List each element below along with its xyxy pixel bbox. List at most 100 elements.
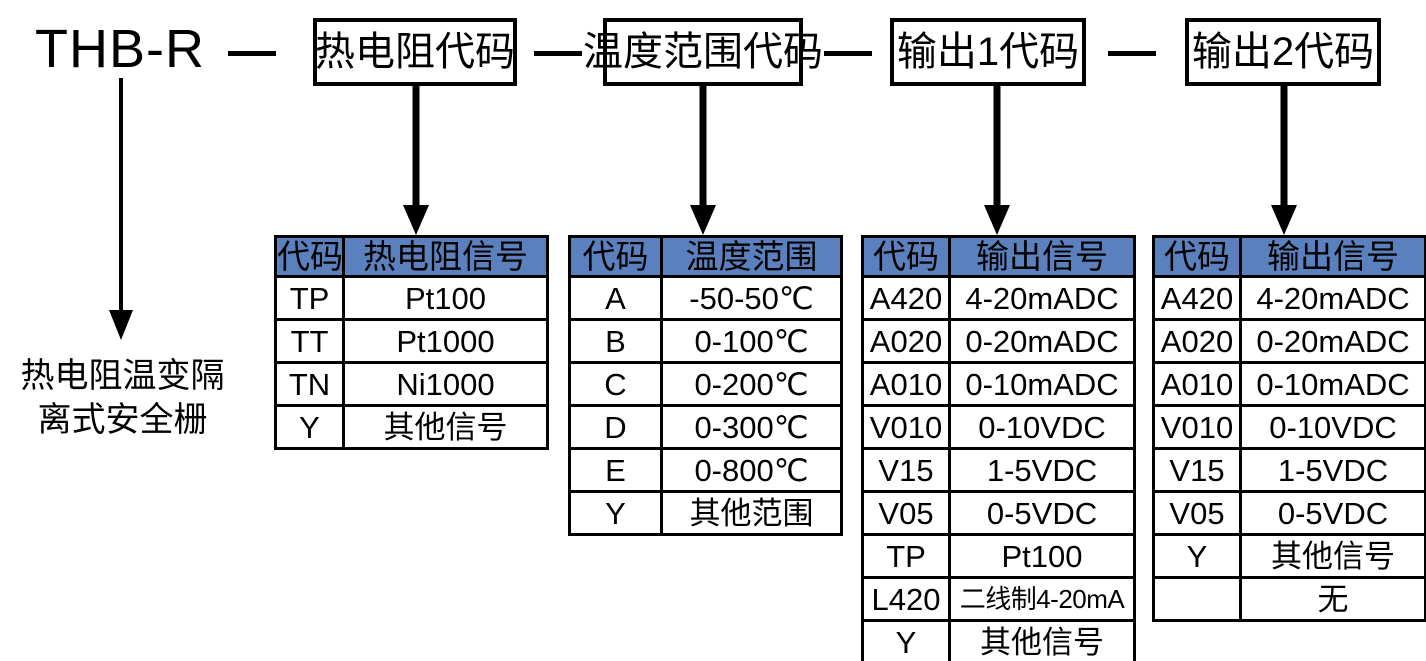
table-row: V010 0-10VDC <box>861 404 1136 450</box>
cell-value: Ni1000 <box>342 361 549 407</box>
cell-code: Y <box>861 619 951 661</box>
cell-value: 无 <box>1239 576 1426 622</box>
separator-dash-1 <box>228 51 276 56</box>
separator-dash-4 <box>1108 51 1156 56</box>
arrow-base-model-to-description <box>108 78 134 340</box>
cell-value: Pt1000 <box>342 318 549 364</box>
cell-value: 4-20mADC <box>948 275 1136 321</box>
column-header-code: 代码 <box>568 235 663 278</box>
segment-box-rtd-code: 热电阻代码 <box>313 18 517 86</box>
cell-value: -50-50℃ <box>660 275 843 321</box>
table-row: V010 0-10VDC <box>1152 404 1426 450</box>
cell-code: TP <box>274 275 345 321</box>
cell-value: Pt100 <box>948 533 1136 579</box>
arrow-output2-code-to-table <box>1270 86 1298 235</box>
cell-code: Y <box>274 404 345 450</box>
cell-value: 0-20mADC <box>948 318 1136 364</box>
column-header-code: 代码 <box>274 235 345 278</box>
table-row: A420 4-20mADC <box>1152 275 1426 321</box>
cell-code: Y <box>568 490 663 536</box>
column-header-range: 温度范围 <box>660 235 843 278</box>
table-row: L420 二线制4-20mA <box>861 576 1136 622</box>
cell-code: TT <box>274 318 345 364</box>
table-row: C 0-200℃ <box>568 361 843 407</box>
table-row: A420 4-20mADC <box>861 275 1136 321</box>
table-header-row: 代码 温度范围 <box>568 235 843 278</box>
base-model-code: THB-R <box>35 19 205 79</box>
table-header-row: 代码 热电阻信号 <box>274 235 549 278</box>
cell-value: 0-5VDC <box>948 490 1136 536</box>
table-row: V05 0-5VDC <box>1152 490 1426 536</box>
cell-code: A010 <box>861 361 951 407</box>
table-row: Y 其他信号 <box>274 404 549 450</box>
table-row: E 0-800℃ <box>568 447 843 493</box>
table-row: V15 1-5VDC <box>1152 447 1426 493</box>
table-header-row: 代码 输出信号 <box>861 235 1136 278</box>
cell-value: 0-10mADC <box>1239 361 1426 407</box>
table-row: B 0-100℃ <box>568 318 843 364</box>
cell-code: A020 <box>1152 318 1242 364</box>
table-row: Y 其他信号 <box>1152 533 1426 579</box>
cell-code-empty <box>1152 576 1242 622</box>
base-model-description: 热电阻温变隔 离式安全栅 <box>0 355 245 442</box>
table-row: TP Pt100 <box>274 275 549 321</box>
table-row: D 0-300℃ <box>568 404 843 450</box>
arrow-temperature-range-code-to-table <box>689 86 717 235</box>
column-header-signal: 热电阻信号 <box>342 235 549 278</box>
segment-box-temperature-range-code: 温度范围代码 <box>583 18 823 86</box>
cell-code: L420 <box>861 576 951 622</box>
cell-code: TN <box>274 361 345 407</box>
segment-box-output1-code-label: 输出1代码 <box>896 30 1080 74</box>
segment-box-output1-code: 输出1代码 <box>890 18 1086 86</box>
table-row: TP Pt100 <box>861 533 1136 579</box>
arrow-output1-code-to-table <box>983 86 1011 235</box>
cell-code: V15 <box>1152 447 1242 493</box>
cell-code: V05 <box>861 490 951 536</box>
cell-value: 0-10mADC <box>948 361 1136 407</box>
output1-signal-table: 代码 输出信号 A420 4-20mADC A020 0-20mADC A010… <box>861 235 1136 661</box>
cell-value: 0-800℃ <box>660 447 843 493</box>
cell-value: Pt100 <box>342 275 549 321</box>
cell-code: A420 <box>861 275 951 321</box>
cell-value: 0-10VDC <box>1239 404 1426 450</box>
table-row: Y 其他范围 <box>568 490 843 536</box>
table-row: TT Pt1000 <box>274 318 549 364</box>
segment-box-output2-code-label: 输出2代码 <box>1191 30 1375 74</box>
table-row: Y 其他信号 <box>861 619 1136 661</box>
cell-code: A420 <box>1152 275 1242 321</box>
temperature-range-table: 代码 温度范围 A -50-50℃ B 0-100℃ C 0-200℃ D 0-… <box>568 235 843 536</box>
column-header-signal: 输出信号 <box>948 235 1136 278</box>
table-row: A010 0-10mADC <box>861 361 1136 407</box>
table-row: A020 0-20mADC <box>861 318 1136 364</box>
table-row: A020 0-20mADC <box>1152 318 1426 364</box>
cell-value: 其他范围 <box>660 490 843 536</box>
cell-code: TP <box>861 533 951 579</box>
cell-code: B <box>568 318 663 364</box>
cell-value: 二线制4-20mA <box>948 576 1136 622</box>
output2-signal-table: 代码 输出信号 A420 4-20mADC A020 0-20mADC A010… <box>1152 235 1426 622</box>
table-header-row: 代码 输出信号 <box>1152 235 1426 278</box>
cell-value: 1-5VDC <box>1239 447 1426 493</box>
column-header-code: 代码 <box>1152 235 1242 278</box>
cell-value: 0-5VDC <box>1239 490 1426 536</box>
table-row: TN Ni1000 <box>274 361 549 407</box>
column-header-code: 代码 <box>861 235 951 278</box>
cell-value: 0-10VDC <box>948 404 1136 450</box>
rtd-signal-table: 代码 热电阻信号 TP Pt100 TT Pt1000 TN Ni1000 Y … <box>274 235 549 450</box>
cell-value: 其他信号 <box>342 404 549 450</box>
cell-code: V15 <box>861 447 951 493</box>
cell-code: V05 <box>1152 490 1242 536</box>
cell-code: C <box>568 361 663 407</box>
separator-dash-3 <box>824 51 872 56</box>
cell-value: 1-5VDC <box>948 447 1136 493</box>
cell-code: A010 <box>1152 361 1242 407</box>
cell-value: 0-20mADC <box>1239 318 1426 364</box>
cell-code: D <box>568 404 663 450</box>
segment-box-temperature-range-code-label: 温度范围代码 <box>583 30 823 74</box>
cell-code: A020 <box>861 318 951 364</box>
segment-box-output2-code: 输出2代码 <box>1185 18 1381 86</box>
cell-code: A <box>568 275 663 321</box>
base-model-description-line-1: 热电阻温变隔 <box>20 357 225 395</box>
table-row: 无 <box>1152 576 1426 622</box>
